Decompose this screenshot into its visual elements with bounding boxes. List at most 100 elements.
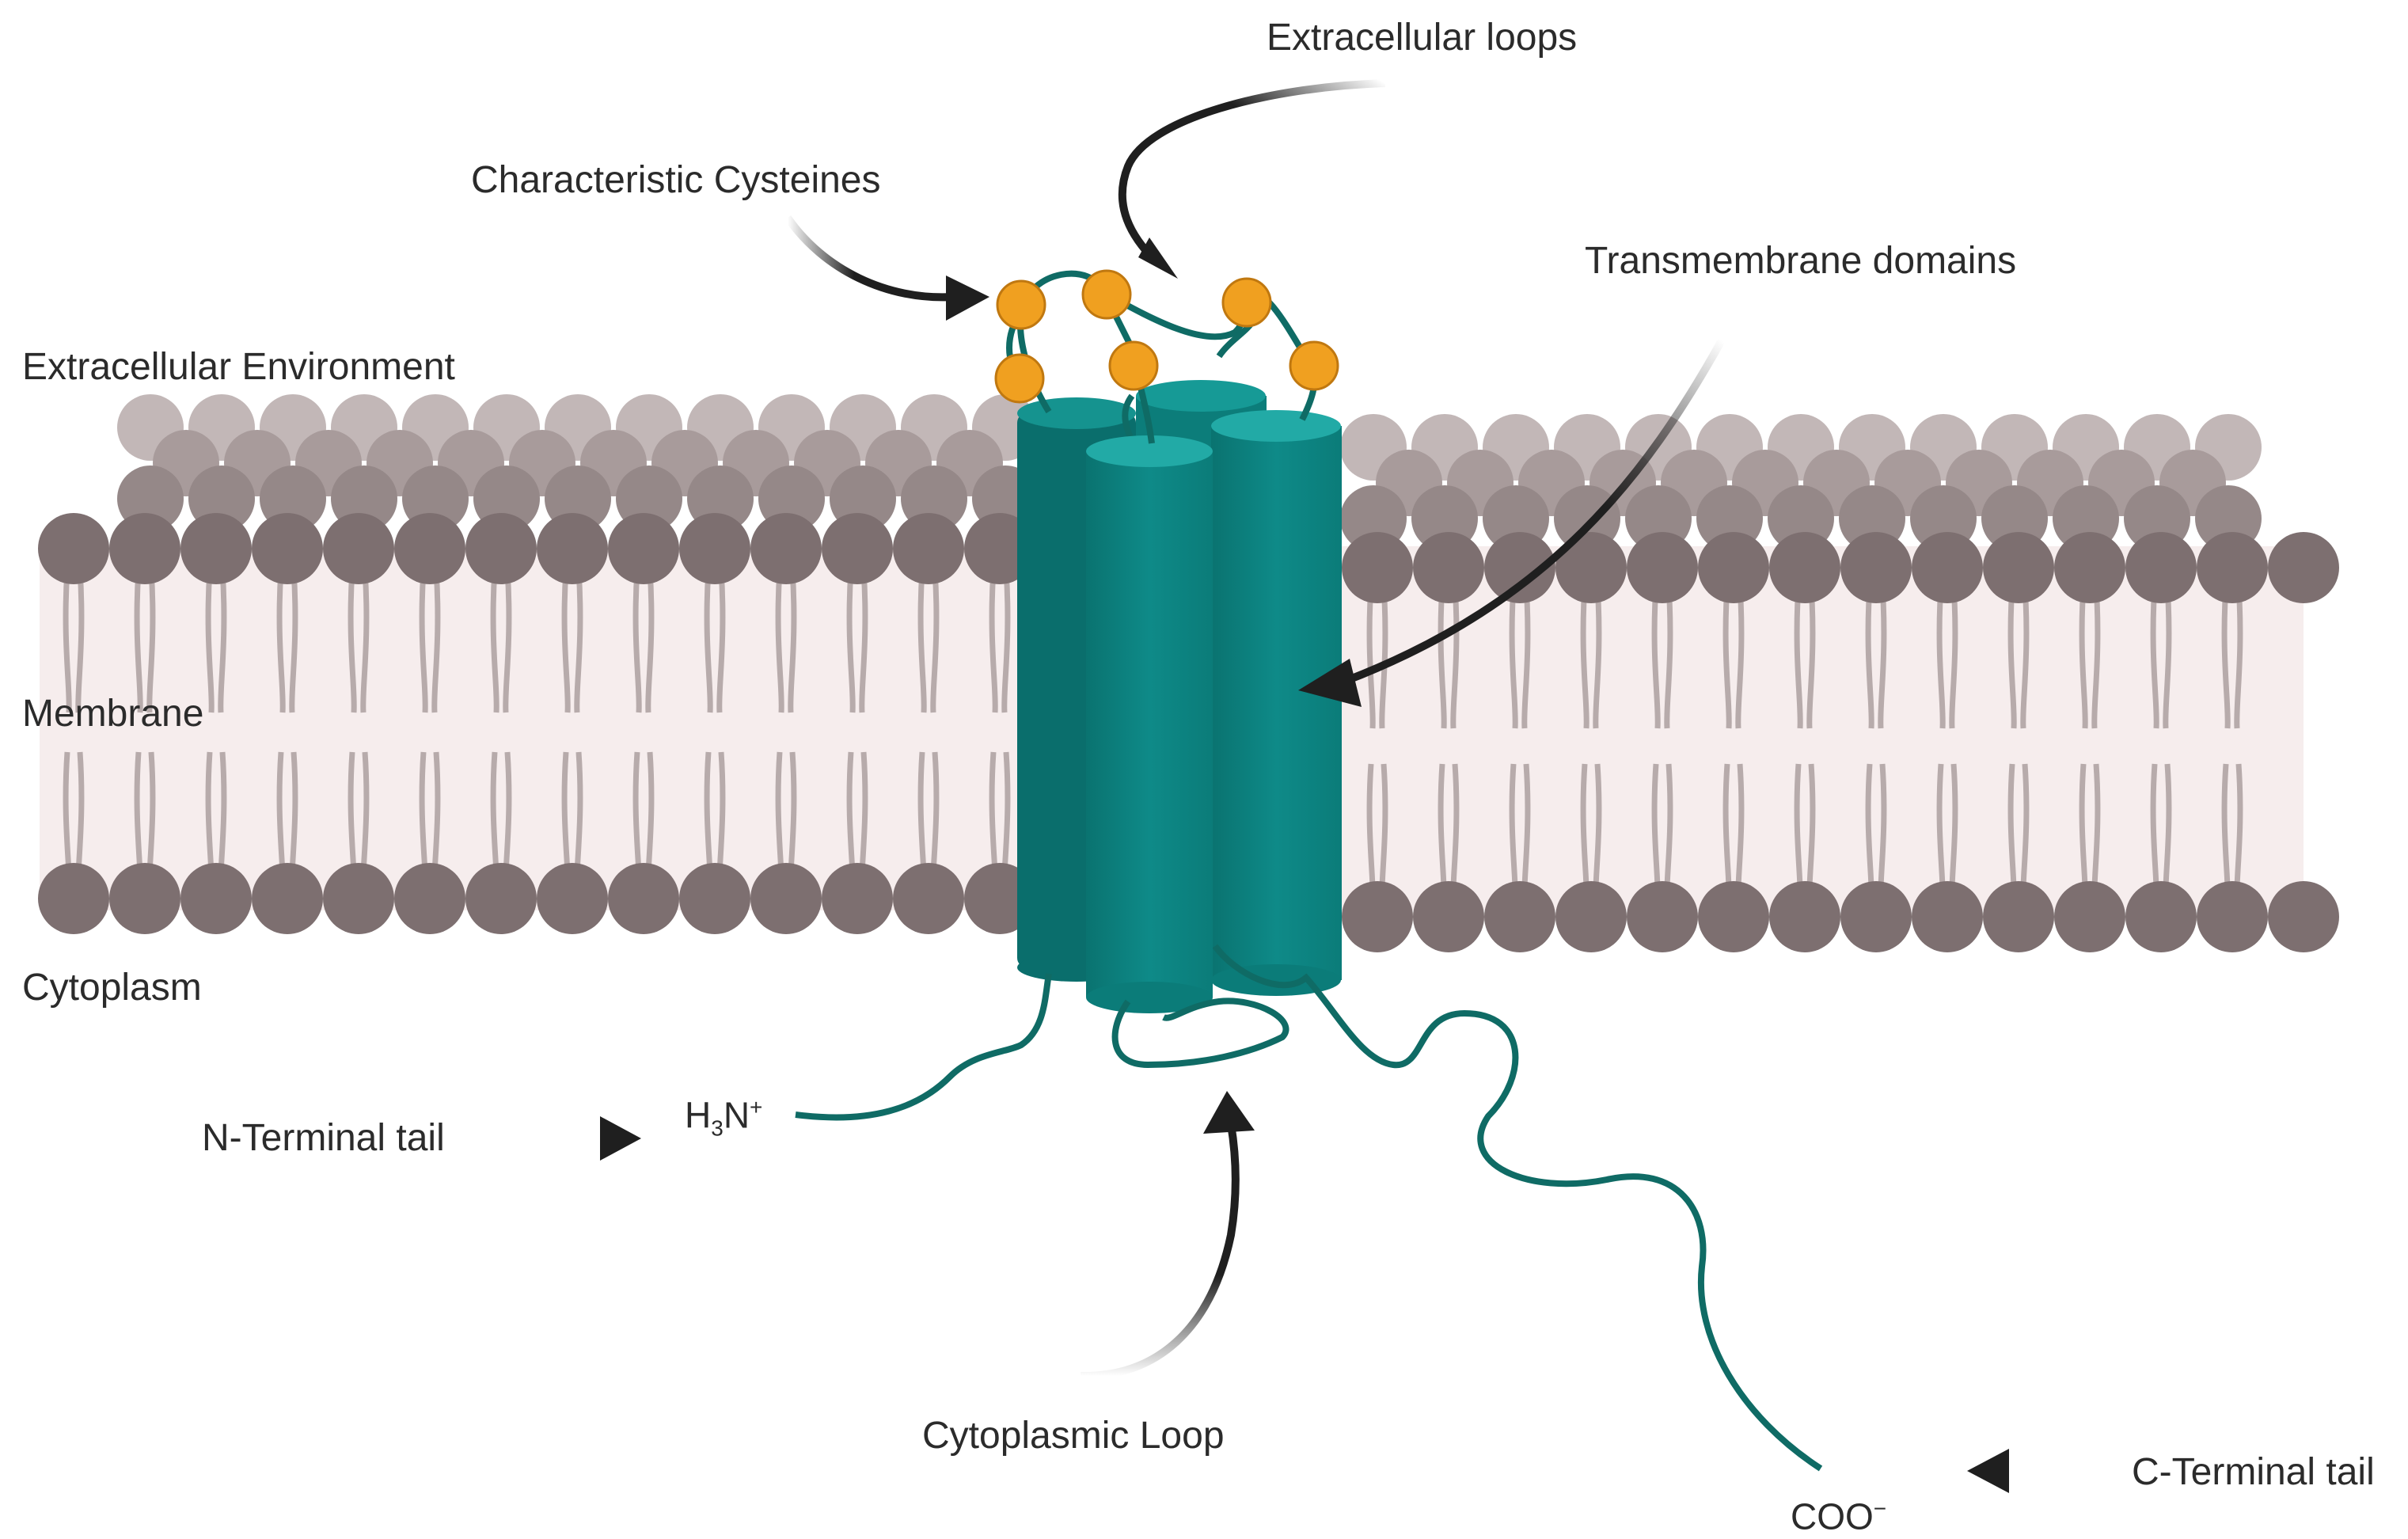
lipid-tail [1878, 585, 1887, 729]
lipid-tail [561, 569, 571, 713]
lipid-head [2125, 532, 2197, 603]
cysteine-sphere [1108, 340, 1159, 391]
lipid-tail [503, 569, 512, 713]
lipid-tail [1438, 585, 1447, 729]
lipid-tail [1450, 585, 1460, 729]
cytoplasmic-loop-strand [1111, 998, 1289, 1069]
lipid-head [109, 863, 180, 934]
cysteine-sphere [996, 279, 1046, 330]
lipid-head [537, 513, 608, 584]
lipid-tail [1806, 585, 1816, 729]
n-term-sub: 3 [711, 1115, 724, 1141]
lipid-tail [1664, 585, 1673, 729]
cysteine-sphere [1221, 277, 1272, 328]
lipid-head [608, 863, 679, 934]
lipid-head [1555, 532, 1627, 603]
n-term-mid: N [723, 1094, 750, 1136]
lipid-tail [419, 569, 428, 713]
label-characteristic-cysteines: Characteristic Cysteines [471, 159, 881, 201]
lipid-tail [704, 569, 713, 713]
lipid-head [1413, 532, 1484, 603]
arrowhead-transmembrane-domains [1298, 659, 1362, 707]
lipid-tail [1936, 585, 1946, 729]
lipid-tail [490, 569, 499, 713]
lipid-tail [134, 569, 143, 713]
lipid-head [608, 513, 679, 584]
lipid-head [1342, 881, 1413, 952]
lipid-head [465, 513, 537, 584]
arrowhead-extracellular-loops [1138, 238, 1178, 279]
lipid-head [1769, 881, 1840, 952]
label-transmembrane-domains: Transmembrane domains [1585, 240, 2017, 282]
lipid-tail [930, 569, 940, 713]
cysteine-group [994, 269, 1339, 404]
lipid-head [1698, 881, 1769, 952]
lipid-tail [218, 569, 227, 713]
lipid-head [1983, 532, 2054, 603]
label-membrane: Membrane [22, 693, 204, 735]
label-c-terminal-tail: C-Terminal tail [2132, 1451, 2375, 1493]
arrow-transmembrane-domains [1344, 338, 1726, 685]
lipid-tail [1794, 585, 1803, 729]
lipid-head [1769, 532, 1840, 603]
lipid-head [1840, 881, 1912, 952]
lipid-tail [2091, 585, 2101, 729]
lipid-tail [2221, 585, 2231, 729]
lipid-tail [2020, 585, 2030, 729]
lipid-tail [716, 569, 726, 713]
cysteine-sphere [1289, 340, 1339, 391]
c-terminal-strand [1212, 944, 1823, 1472]
lipid-tail [289, 569, 298, 713]
arrowhead-cytoplasmic-loop [1203, 1091, 1255, 1134]
lipid-tail [1722, 585, 1732, 729]
n-term-base: H [685, 1094, 712, 1136]
lipid-tail [360, 569, 370, 713]
lipid-tail [574, 569, 583, 713]
lipid-tail [632, 569, 642, 713]
lipid-head [2125, 881, 2197, 952]
arrowhead-characteristic-cysteines [946, 276, 989, 321]
helix-cylinder-3 [1211, 410, 1342, 996]
lipid-tail [431, 569, 441, 713]
lipid-head [2268, 881, 2339, 952]
lipid-head [394, 513, 465, 584]
arrow-characteristic-cysteines [784, 215, 955, 302]
cysteine-sphere [1081, 269, 1132, 320]
lipid-head [1484, 881, 1555, 952]
lipid-head [180, 513, 252, 584]
label-n-terminal-tail: N-Terminal tail [202, 1117, 445, 1159]
arrowhead-c-terminal-tail [1967, 1449, 2009, 1493]
lipid-head [2268, 532, 2339, 603]
lipid-tail [146, 569, 156, 713]
lipid-head [893, 513, 964, 584]
lipid-head [252, 863, 323, 934]
lipid-tail [1949, 585, 1958, 729]
lipid-tail [2150, 585, 2159, 729]
lipid-head [537, 863, 608, 934]
lipid-head [679, 863, 750, 934]
lipid-tail [205, 569, 215, 713]
lipid-tail [1366, 585, 1376, 729]
lipid-head [893, 863, 964, 934]
lipid-head [679, 513, 750, 584]
arrow-cytoplasmic-loop [1080, 1123, 1240, 1381]
lipid-head [2197, 532, 2268, 603]
lipid-head [1983, 881, 2054, 952]
lipid-head [750, 863, 822, 934]
lipid-head [822, 513, 893, 584]
lipid-tail [1521, 585, 1531, 729]
lipid-tail [348, 569, 357, 713]
transmembrane-protein [795, 269, 1823, 1472]
lipid-tail [859, 569, 868, 713]
lipid-tail [1509, 585, 1518, 729]
lipid-head [750, 513, 822, 584]
lipid-head [1342, 532, 1413, 603]
lipid-head [1413, 881, 1484, 952]
lipid-head [1912, 881, 1983, 952]
label-extracellular-environment: Extracellular Environment [22, 346, 455, 388]
label-cytoplasmic-loop: Cytoplasmic Loop [922, 1415, 1225, 1457]
lipid-head [252, 513, 323, 584]
lipid-tail [846, 569, 856, 713]
lipid-front-heads [38, 513, 2339, 952]
